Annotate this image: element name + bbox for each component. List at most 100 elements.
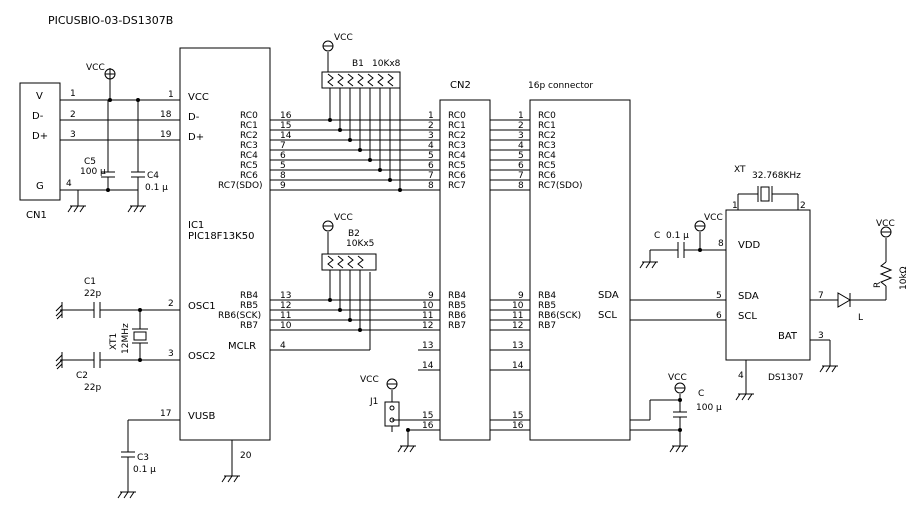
c16-right-num-7: 7 — [518, 171, 524, 181]
c2-value: 22p — [84, 383, 101, 393]
cn2-left-num-8: 8 — [428, 181, 434, 191]
c16-right-num-2: 2 — [518, 121, 524, 131]
c16-label-4: RC4 — [538, 151, 556, 161]
cn2-left-num-6: 6 — [428, 161, 434, 171]
c4-value: 0.1 μ — [145, 183, 168, 193]
c16-label-6: RC6 — [538, 171, 556, 181]
cn2-to-16p-wires — [490, 119, 530, 431]
ds1307-pin-num-4: 4 — [738, 371, 744, 381]
cn2-label-9: RB5 — [448, 301, 466, 311]
cn2-left-num-12: 12 — [422, 321, 433, 331]
cn2-left-num-3: 3 — [428, 131, 434, 141]
ic1-pin-rc6: RC6 — [240, 171, 258, 181]
j1-ref: J1 — [369, 397, 378, 407]
bulk-cap-ref: C — [698, 389, 704, 399]
ic1-pin-num-16: 16 — [280, 111, 292, 121]
ic1-pin-vusb: VUSB — [188, 411, 216, 422]
c16-right-num-14: 14 — [512, 361, 524, 371]
ic1-pin-num-7: 7 — [280, 141, 286, 151]
c16-right-num-8: 8 — [518, 181, 524, 191]
ic1-pin-rc3: RC3 — [240, 141, 258, 151]
ic1-pin-rb5: RB5 — [240, 301, 258, 311]
ic1-pin-num-18: 18 — [160, 110, 172, 120]
connector-16p: 16p connector 1 2 3 4 5 6 7 8 9 10 11 12… — [512, 81, 631, 441]
cn2-left-num-11: 11 — [422, 311, 433, 321]
ic1-pin-num-4: 4 — [280, 341, 286, 351]
ic1-ref: IC1 — [188, 220, 204, 231]
xt-value: 32.768KHz — [752, 171, 801, 181]
cn2-label-10: RB6 — [448, 311, 466, 321]
resistor-ref: R — [873, 282, 883, 288]
c-rtc-ref: C — [654, 231, 660, 241]
led-vcc-label: VCC — [876, 219, 895, 229]
c4-capacitor: C4 0.1 μ — [127, 98, 168, 213]
c2-ref: C2 — [76, 371, 88, 381]
c16-label-sda: SDA — [598, 290, 619, 301]
ic1-pin-num-8: 8 — [280, 171, 286, 181]
b2-resistor-array: VCC B2 10Kx5 — [321, 213, 377, 332]
c16-right-num-10: 10 — [512, 301, 524, 311]
cn2-left-num-9: 9 — [428, 291, 434, 301]
cn1-pin-label-dminus: D- — [32, 111, 44, 122]
vdd-vcc-label: VCC — [704, 213, 723, 223]
c16-right-num-5: 5 — [518, 151, 524, 161]
ic1-pin-num-12: 12 — [280, 301, 291, 311]
i2c-wires: 5 6 — [630, 291, 726, 321]
ic1-pin-osc1: OSC1 — [188, 301, 216, 312]
ic1-pin-rc7: RC7(SDO) — [218, 181, 263, 191]
ic1-pin-num-5: 5 — [280, 161, 286, 171]
b1-value: 10Kx8 — [372, 59, 401, 69]
ic1-pin-osc2: OSC2 — [188, 351, 216, 362]
c16-right-num-4: 4 — [518, 141, 524, 151]
ds1307-rtc: VDD SDA SCL BAT DS1307 8 3 7 4 1 2 — [718, 201, 838, 401]
c1-ref: C1 — [84, 277, 96, 287]
c16-right-num-1: 1 — [518, 111, 524, 121]
resistor-value: 10kΩ — [899, 266, 909, 290]
c16-label-8: RB4 — [538, 291, 556, 301]
ic1-pin-num-14: 14 — [280, 131, 292, 141]
ds1307-ref: DS1307 — [768, 373, 804, 383]
cn2-left-num-7: 7 — [428, 171, 434, 181]
xt-crystal: XT 32.768KHz — [734, 165, 801, 210]
c3-ref: C3 — [137, 453, 149, 463]
c16-label-10: RB6(SCK) — [538, 311, 581, 321]
c16-label-3: RC3 — [538, 141, 556, 151]
bulk-vcc-label: VCC — [668, 373, 687, 383]
cn2-left-num-14: 14 — [422, 361, 434, 371]
cn2-label-4: RC4 — [448, 151, 466, 161]
ds1307-pin-num-5: 5 — [716, 291, 722, 301]
cn2-label-6: RC6 — [448, 171, 466, 181]
ic1-pin-rc1: RC1 — [240, 121, 258, 131]
cn1-pin-num-1: 1 — [70, 89, 76, 99]
ic1-pin-num-13: 13 — [280, 291, 291, 301]
cn2-left-num-13: 13 — [422, 341, 433, 351]
rc-bus-wires — [270, 119, 440, 191]
ds1307-pin-num-7: 7 — [818, 291, 824, 301]
ic1-pin-num-19: 19 — [160, 130, 172, 140]
c16-right-num-9: 9 — [518, 291, 524, 301]
ds1307-pin-num-3: 3 — [818, 331, 824, 341]
ic1-pin-rc4: RC4 — [240, 151, 258, 161]
cn1-pin-label-g: G — [36, 181, 44, 192]
cn2-left-num-10: 10 — [422, 301, 434, 311]
ic1-pin-rb7: RB7 — [240, 321, 258, 331]
b1-vcc-label: VCC — [334, 33, 353, 43]
b2-vcc-label: VCC — [334, 213, 353, 223]
ic1-pin-rc2: RC2 — [240, 131, 258, 141]
led-ref: L — [858, 313, 863, 323]
ic1-pin-num-10: 10 — [280, 321, 292, 331]
ds1307-pin-scl: SCL — [738, 311, 757, 322]
ic1-pin-num-9: 9 — [280, 181, 286, 191]
ic1-part: PIC18F13K50 — [188, 231, 254, 242]
c16-label-scl: SCL — [598, 310, 617, 321]
cn1-pin-num-2: 2 — [70, 110, 76, 120]
ds1307-pin-bat: BAT — [778, 331, 798, 342]
c16-label-5: RC5 — [538, 161, 556, 171]
ic1-pin-num-11: 11 — [280, 311, 291, 321]
ds1307-pin-vdd: VDD — [738, 240, 761, 251]
xt-ref: XT — [734, 165, 746, 175]
c16-right-num-13: 13 — [512, 341, 523, 351]
cn2-left-num-15: 15 — [422, 411, 433, 421]
usb-wires — [60, 99, 180, 213]
